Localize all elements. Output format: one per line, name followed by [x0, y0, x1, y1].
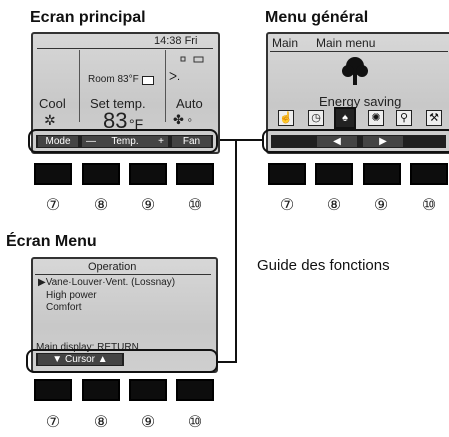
- mode-label: Cool: [39, 96, 66, 111]
- menu-function-highlight: [26, 349, 218, 373]
- clock-display: 14:38 Fri: [154, 35, 198, 47]
- menu-item-1[interactable]: ▶Vane·Louver·Vent. (Lossnay): [38, 277, 176, 288]
- temp-minus-label: —: [86, 136, 96, 147]
- wrench-icon[interactable]: ⚲: [396, 110, 412, 126]
- left-arrow-func-button[interactable]: ◀: [317, 136, 357, 147]
- menu-screen-lcd: Operation ▶Vane·Louver·Vent. (Lossnay) H…: [31, 257, 218, 373]
- menu-item-2[interactable]: High power: [46, 290, 97, 301]
- cursor-label: Cursor: [64, 354, 95, 365]
- gear-icon[interactable]: ✺: [368, 110, 384, 126]
- tools-icon[interactable]: ⚒: [426, 110, 442, 126]
- cursor-down-icon: ▼: [52, 354, 65, 365]
- temp-label: Temp.: [111, 136, 139, 147]
- fan-mode-label: Auto: [176, 96, 203, 111]
- energy-saving-tree-icon: [342, 57, 368, 85]
- temp-func-button[interactable]: — Temp. +: [82, 136, 168, 147]
- temp-value: 83: [103, 108, 128, 133]
- hw-button-7-right[interactable]: [268, 163, 306, 185]
- set-temp-label: Set temp.: [90, 96, 146, 111]
- hw-button-7-top[interactable]: [34, 163, 72, 185]
- hw-button-9-top[interactable]: [129, 163, 167, 185]
- number-9-bottom: ⑨: [140, 412, 156, 431]
- general-menu-lcd: Main Main menu Energy saving ☝ ◷ ♠ ✺ ⚲ ⚒…: [266, 32, 449, 154]
- number-8-bottom: ⑧: [93, 412, 109, 431]
- energy-saving-label: Energy saving: [319, 94, 402, 109]
- menu-item-3[interactable]: Comfort: [46, 302, 82, 313]
- temp-plus-label: +: [158, 136, 164, 147]
- general-function-bar: ◀ ▶: [271, 135, 446, 148]
- thermometer-icon: [142, 76, 154, 85]
- right-arrow-func-button[interactable]: ▶: [363, 136, 403, 147]
- fan-icon: ✤ ◦: [173, 112, 193, 127]
- number-8-right: ⑧: [326, 195, 342, 214]
- main-screen-title: Ecran principal: [30, 9, 146, 26]
- general-header-right: Main menu: [316, 36, 376, 50]
- main-function-bar: Mode — Temp. + Fan: [36, 135, 213, 148]
- menu-screen-title: Écran Menu: [6, 233, 97, 250]
- general-function-highlight: [262, 129, 449, 153]
- hand-icon[interactable]: ☝: [278, 110, 294, 126]
- number-9-top: ⑨: [140, 195, 156, 214]
- cursor-func-button[interactable]: ▼ Cursor ▲: [38, 354, 122, 365]
- mode-func-button[interactable]: Mode: [38, 136, 78, 147]
- main-function-highlight: [28, 129, 218, 153]
- hw-button-8-top[interactable]: [82, 163, 120, 185]
- hw-button-10-bottom[interactable]: [176, 379, 214, 401]
- guide-label: Guide des fonctions: [257, 257, 390, 274]
- vane-icon: ᐳ.: [169, 71, 181, 83]
- number-9-right: ⑨: [373, 195, 389, 214]
- clock-icon[interactable]: ◷: [308, 110, 324, 126]
- general-header-left: Main: [272, 36, 299, 50]
- snowflake-icon: ✲: [44, 112, 56, 128]
- hw-button-10-top[interactable]: [176, 163, 214, 185]
- menu-footer: Main display: RETURN: [36, 342, 139, 353]
- connector-to-menu-screen: [214, 140, 237, 363]
- number-10-bottom: ⑩: [187, 412, 203, 431]
- menu-icon-row: ☝ ◷ ♠ ✺ ⚲ ⚒: [278, 107, 448, 129]
- tree-icon[interactable]: ♠: [334, 107, 356, 129]
- fan-func-button[interactable]: Fan: [172, 136, 211, 147]
- menu-header: Operation: [88, 261, 137, 273]
- hw-button-9-bottom[interactable]: [129, 379, 167, 401]
- temp-unit: °F: [129, 116, 144, 132]
- number-8-top: ⑧: [93, 195, 109, 214]
- menu-function-bar: ▼ Cursor ▲: [36, 353, 124, 366]
- hw-button-10-right[interactable]: [410, 163, 448, 185]
- room-temp: Room 83°F: [88, 74, 139, 85]
- hw-button-7-bottom[interactable]: [34, 379, 72, 401]
- hw-button-8-right[interactable]: [315, 163, 353, 185]
- number-7-right: ⑦: [279, 195, 295, 214]
- number-10-top: ⑩: [187, 195, 203, 214]
- hw-button-9-right[interactable]: [363, 163, 401, 185]
- number-7-bottom: ⑦: [45, 412, 61, 431]
- hw-button-8-bottom[interactable]: [82, 379, 120, 401]
- main-screen-lcd: 14:38 Fri Room 83°F ᐳ. Cool Set temp. Au…: [31, 32, 220, 154]
- cursor-up-icon: ▲: [95, 354, 108, 365]
- number-7-top: ⑦: [45, 195, 61, 214]
- status-icons: [180, 52, 208, 63]
- general-menu-title: Menu général: [265, 9, 369, 26]
- number-10-right: ⑩: [421, 195, 437, 214]
